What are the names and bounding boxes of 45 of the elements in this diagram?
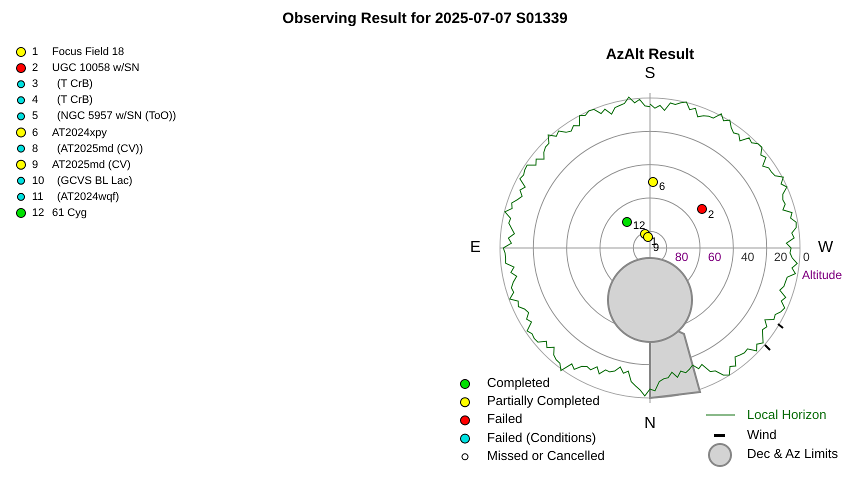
compass-label: N [644,416,656,432]
row-number: 3 [32,79,38,90]
legend-label: Missed or Cancelled [487,448,605,462]
point-label: 6 [659,182,666,193]
target-name: (T CrB) [57,79,93,90]
point-label: 2 [708,210,714,221]
target-name: (GCVS BL Lac) [57,176,132,187]
target-name: 61 Cyg [52,208,87,219]
target-name: (AT2025md (CV)) [57,144,143,155]
row-number: 12 [32,208,44,219]
target-name: (NGC 5957 w/SN (ToO)) [57,111,176,122]
legend-label: Failed (Conditions) [487,430,596,444]
chart-title: Observing Result for 2025-07-07 S01339 [282,11,568,26]
altitude-tick-label: 40 [741,251,754,263]
chart-title: AzAlt Result [606,47,694,62]
compass-label: E [470,240,481,256]
row-number: 8 [32,144,38,155]
altitude-tick-label: 80 [675,251,688,263]
row-number: 2 [32,63,38,74]
row-number: 4 [32,95,38,106]
target-name: (AT2024wqf) [57,192,120,203]
target-name: (T CrB) [57,95,93,106]
compass-label: S [644,66,656,82]
legend-label: Completed [487,376,550,389]
row-number: 5 [32,111,38,122]
axis-title: Altitude [802,269,842,281]
legend-label: Partially Completed [487,394,600,408]
target-name: AT2024xpy [52,128,107,138]
legend-label: Wind [747,428,777,440]
altitude-tick-label: 20 [774,251,788,263]
altitude-tick-label: 60 [708,251,722,263]
target-name: Focus Field 18 [52,47,124,58]
row-number: 9 [32,160,38,171]
legend-label: Dec & Az Limits [747,447,838,460]
row-number: 6 [32,128,38,138]
point-label: 12 [633,221,646,232]
target-name: UGC 10058 w/SN [52,63,140,74]
row-number: 11 [32,192,44,203]
row-number: 1 [32,47,38,58]
compass-label: W [818,240,834,256]
target-name: AT2025md (CV) [52,160,131,171]
legend-label: Local Horizon [747,408,826,421]
legend-label: Failed [487,412,522,426]
row-number: 10 [32,176,44,187]
altitude-tick-label: 0 [803,251,810,263]
